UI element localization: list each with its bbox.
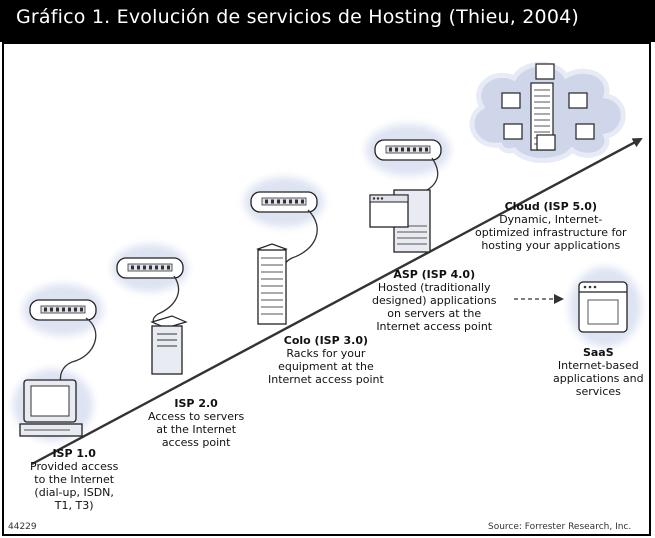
router-icon [374, 139, 442, 161]
figure-title: Gráfico 1. Evolución de servicios de Hos… [16, 6, 580, 28]
cable [59, 317, 97, 387]
stage-cloud-label: Cloud (ISP 5.0) Dynamic, Internet- optim… [475, 200, 627, 252]
saas-label: SaaS Internet-based applications and ser… [553, 346, 644, 398]
tower-server-icon [150, 315, 188, 375]
source-credit: Source: Forrester Research, Inc. [488, 522, 632, 532]
evolution-arrow-icon [31, 137, 643, 466]
halos [13, 124, 641, 441]
cloud-icon [469, 61, 626, 163]
server-rack-icon [256, 243, 288, 325]
router-icon [116, 257, 184, 279]
router-icon [250, 191, 318, 213]
router-icon [29, 299, 97, 321]
stage-isp2-label: ISP 2.0 Access to servers at the Interne… [148, 397, 245, 449]
stage-isp1-label: ISP 1.0 Provided access to the Internet … [30, 447, 119, 512]
app-window-icon [578, 281, 628, 333]
saas-arrowhead [554, 294, 564, 304]
computer-icon [19, 379, 83, 437]
figure-id: 44229 [8, 522, 37, 532]
stage-colo-label: Colo (ISP 3.0) Racks for your equipment … [268, 334, 384, 386]
app-server-icon [369, 189, 431, 253]
stage-asp-label: ASP (ISP 4.0) Hosted (traditionally desi… [372, 268, 497, 333]
title-bar: Gráfico 1. Evolución de servicios de Hos… [0, 0, 655, 42]
